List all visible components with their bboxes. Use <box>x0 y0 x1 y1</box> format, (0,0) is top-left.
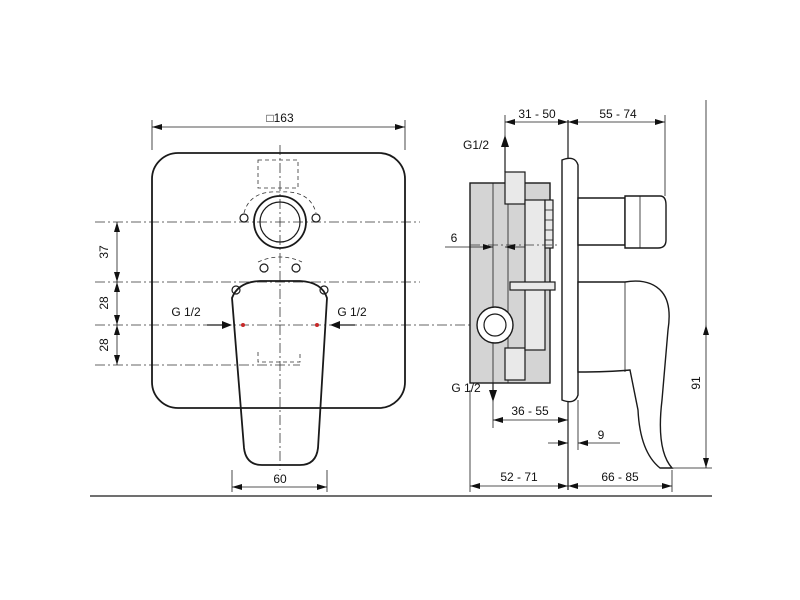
bottom-bracket <box>504 347 526 381</box>
depth-55-74-label: 55 - 74 <box>599 107 637 121</box>
diverter-nut <box>544 199 554 249</box>
screw-hole-right <box>311 213 321 223</box>
dim-28-lower-label: 28 <box>97 338 111 352</box>
side-view <box>469 120 674 490</box>
hidden-outlet-top <box>257 159 299 189</box>
inlet-right-label: G 1/2 <box>337 305 367 319</box>
cold-marker <box>315 323 319 327</box>
lever-side-profile <box>577 280 674 469</box>
depth-66-85-label: 66 - 85 <box>601 470 639 484</box>
depth-36-55-label: 36 - 55 <box>511 404 549 418</box>
hidden-body-contour <box>243 191 317 214</box>
pipe-cross-section-inner <box>483 313 507 337</box>
depth-31-50-label: 31 - 50 <box>518 107 556 121</box>
front-dimensions: □163 60 37 28 28 G 1/2 G 1/2 <box>97 111 406 492</box>
lever-handle <box>231 280 328 466</box>
hidden-body-lower <box>257 256 303 263</box>
screw-hole-left <box>239 213 249 223</box>
offset-9-label: 9 <box>598 428 605 442</box>
cover-plate-side <box>561 157 579 403</box>
dim-37-label: 37 <box>97 245 111 259</box>
outlet-bottom-label: G 1/2 <box>451 381 481 395</box>
height-91-label: 91 <box>689 376 703 390</box>
depth-52-71-label: 52 - 71 <box>500 470 538 484</box>
plate-width-label: □163 <box>266 111 294 125</box>
diverter-knob <box>624 195 667 249</box>
top-bracket <box>504 171 526 205</box>
ear-right <box>319 285 329 295</box>
hot-marker <box>241 323 245 327</box>
wall-6-label: 6 <box>451 231 458 245</box>
diverter-stem <box>577 197 626 246</box>
diverter-cutout-inner <box>259 201 301 243</box>
handle-hidden-detail <box>257 352 301 363</box>
outlet-top-label: G1/2 <box>463 138 489 152</box>
screw-hole-bottom-left <box>259 263 269 273</box>
pipe-cross-section-outer <box>476 306 514 344</box>
ear-left <box>231 285 241 295</box>
dim-28-upper-label: 28 <box>97 296 111 310</box>
cartridge-nut <box>509 281 556 291</box>
handle-width-label: 60 <box>273 472 287 486</box>
cover-plate <box>151 152 406 409</box>
screw-hole-bottom-right <box>291 263 301 273</box>
front-view <box>95 145 470 470</box>
side-dimensions: 31 - 50 55 - 74 G1/2 6 G 1/2 36 - 55 9 <box>445 100 712 492</box>
diverter-cutout-outer <box>253 195 307 249</box>
inlet-left-label: G 1/2 <box>171 305 201 319</box>
body-front-block <box>524 199 546 351</box>
